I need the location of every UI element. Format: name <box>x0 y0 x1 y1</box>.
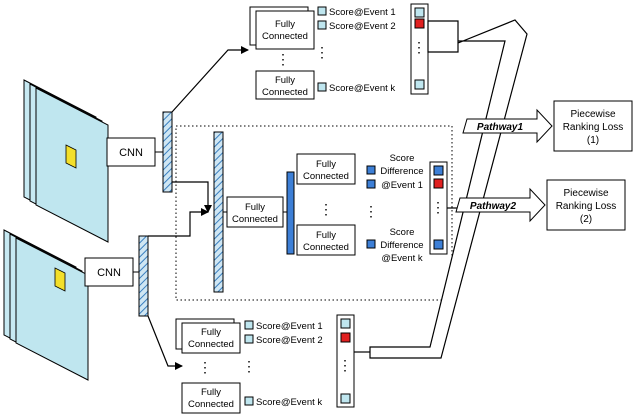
arrow-top-to-middle <box>172 181 212 213</box>
svg-text:Pathway2: Pathway2 <box>470 201 517 212</box>
highlight-patch-top <box>65 144 77 169</box>
svg-text:Fully: Fully <box>316 230 336 241</box>
top-branch: Fully Connected ⋮ Fully Connected Score@… <box>249 3 429 100</box>
svg-text:Score@Event k: Score@Event k <box>256 397 322 408</box>
arrow-bottom-to-bottom-branch <box>147 315 183 370</box>
arrow-top-to-top-branch <box>171 46 249 113</box>
svg-text:Difference: Difference <box>380 166 423 177</box>
svg-text:Fully: Fully <box>201 327 221 338</box>
highlight-patch-bottom <box>54 267 66 292</box>
svg-text:Ranking Loss: Ranking Loss <box>556 201 617 212</box>
svg-text:@Event k: @Event k <box>381 253 423 264</box>
feature-vector-bottom <box>138 235 149 317</box>
feature-vector-top <box>162 111 173 193</box>
ellipsis-icon: ⋮ <box>319 201 333 217</box>
svg-text:Score@Event k: Score@Event k <box>329 83 395 94</box>
ellipsis-icon: ⋮ <box>364 203 378 219</box>
middle-branch: Fully Connected ⋮ Fully Connected Score … <box>296 153 448 264</box>
svg-text:Difference: Difference <box>380 240 423 251</box>
bottom-branch: Fully Connected ⋮ Fully Connected Score@… <box>175 314 355 414</box>
ellipsis-icon: ⋮ <box>412 39 426 55</box>
cnn-box-bottom: CNN <box>84 257 134 287</box>
svg-text:Score@Event 1: Score@Event 1 <box>329 7 396 18</box>
svg-text:Ranking Loss: Ranking Loss <box>563 122 624 133</box>
fc-box-middle-1 <box>296 153 356 185</box>
pathway1-arrow: Pathway1 <box>462 108 553 144</box>
middle-feature-vector <box>286 171 295 255</box>
svg-text:Piecewise: Piecewise <box>563 188 608 199</box>
fc-box-middle-k <box>296 224 356 256</box>
svg-text:Score: Score <box>390 227 415 238</box>
svg-text:(1): (1) <box>587 135 599 146</box>
fc-box-middle: Fully Connected <box>226 196 284 228</box>
svg-text:Connected: Connected <box>262 87 308 98</box>
fc-box-bottom-1 <box>181 322 241 354</box>
cnn-box-top: CNN <box>106 137 156 167</box>
svg-text:Piecewise: Piecewise <box>570 109 615 120</box>
ellipsis-icon: ⋮ <box>242 358 256 374</box>
input-frame-stack-top <box>23 79 109 243</box>
svg-text:Connected: Connected <box>303 171 349 182</box>
svg-text:Connected: Connected <box>303 242 349 253</box>
pathway2-arrow: Pathway2 <box>455 187 546 223</box>
svg-text:@Event 1: @Event 1 <box>381 180 423 191</box>
svg-text:Score: Score <box>390 153 415 164</box>
svg-text:Score@Event 1: Score@Event 1 <box>256 321 323 332</box>
svg-text:Fully: Fully <box>201 387 221 398</box>
loss-box-1: Piecewise Ranking Loss (1) <box>553 100 633 152</box>
fc-box-top-k <box>255 70 315 100</box>
svg-text:(2): (2) <box>580 214 592 225</box>
svg-text:Fully: Fully <box>245 202 265 213</box>
svg-text:Fully: Fully <box>275 75 295 86</box>
svg-text:Score@Event 2: Score@Event 2 <box>329 21 396 32</box>
loss-box-2: Piecewise Ranking Loss (2) <box>546 179 626 231</box>
fc-box-bottom-k <box>181 382 241 414</box>
fc-box-top-1 <box>255 10 315 50</box>
svg-text:Pathway1: Pathway1 <box>477 122 524 133</box>
svg-text:Fully: Fully <box>275 19 295 30</box>
siamese-region <box>175 125 453 301</box>
svg-text:Connected: Connected <box>262 31 308 42</box>
ellipsis-icon: ⋮ <box>276 51 290 67</box>
svg-text:CNN: CNN <box>97 267 121 279</box>
ellipsis-icon: ⋮ <box>338 357 352 373</box>
input-frame-stack-bottom <box>3 229 89 381</box>
ellipsis-icon: ⋮ <box>315 44 329 60</box>
svg-text:Connected: Connected <box>188 399 234 410</box>
svg-text:Connected: Connected <box>188 339 234 350</box>
ellipsis-icon: ⋮ <box>431 199 445 215</box>
svg-text:Connected: Connected <box>232 214 278 225</box>
svg-text:Fully: Fully <box>316 159 336 170</box>
ellipsis-icon: ⋮ <box>198 359 212 375</box>
svg-text:CNN: CNN <box>119 147 143 159</box>
svg-text:Score@Event 2: Score@Event 2 <box>256 335 323 346</box>
concat-feature-vector <box>213 131 224 293</box>
arrow-bottom-to-middle <box>148 208 209 237</box>
